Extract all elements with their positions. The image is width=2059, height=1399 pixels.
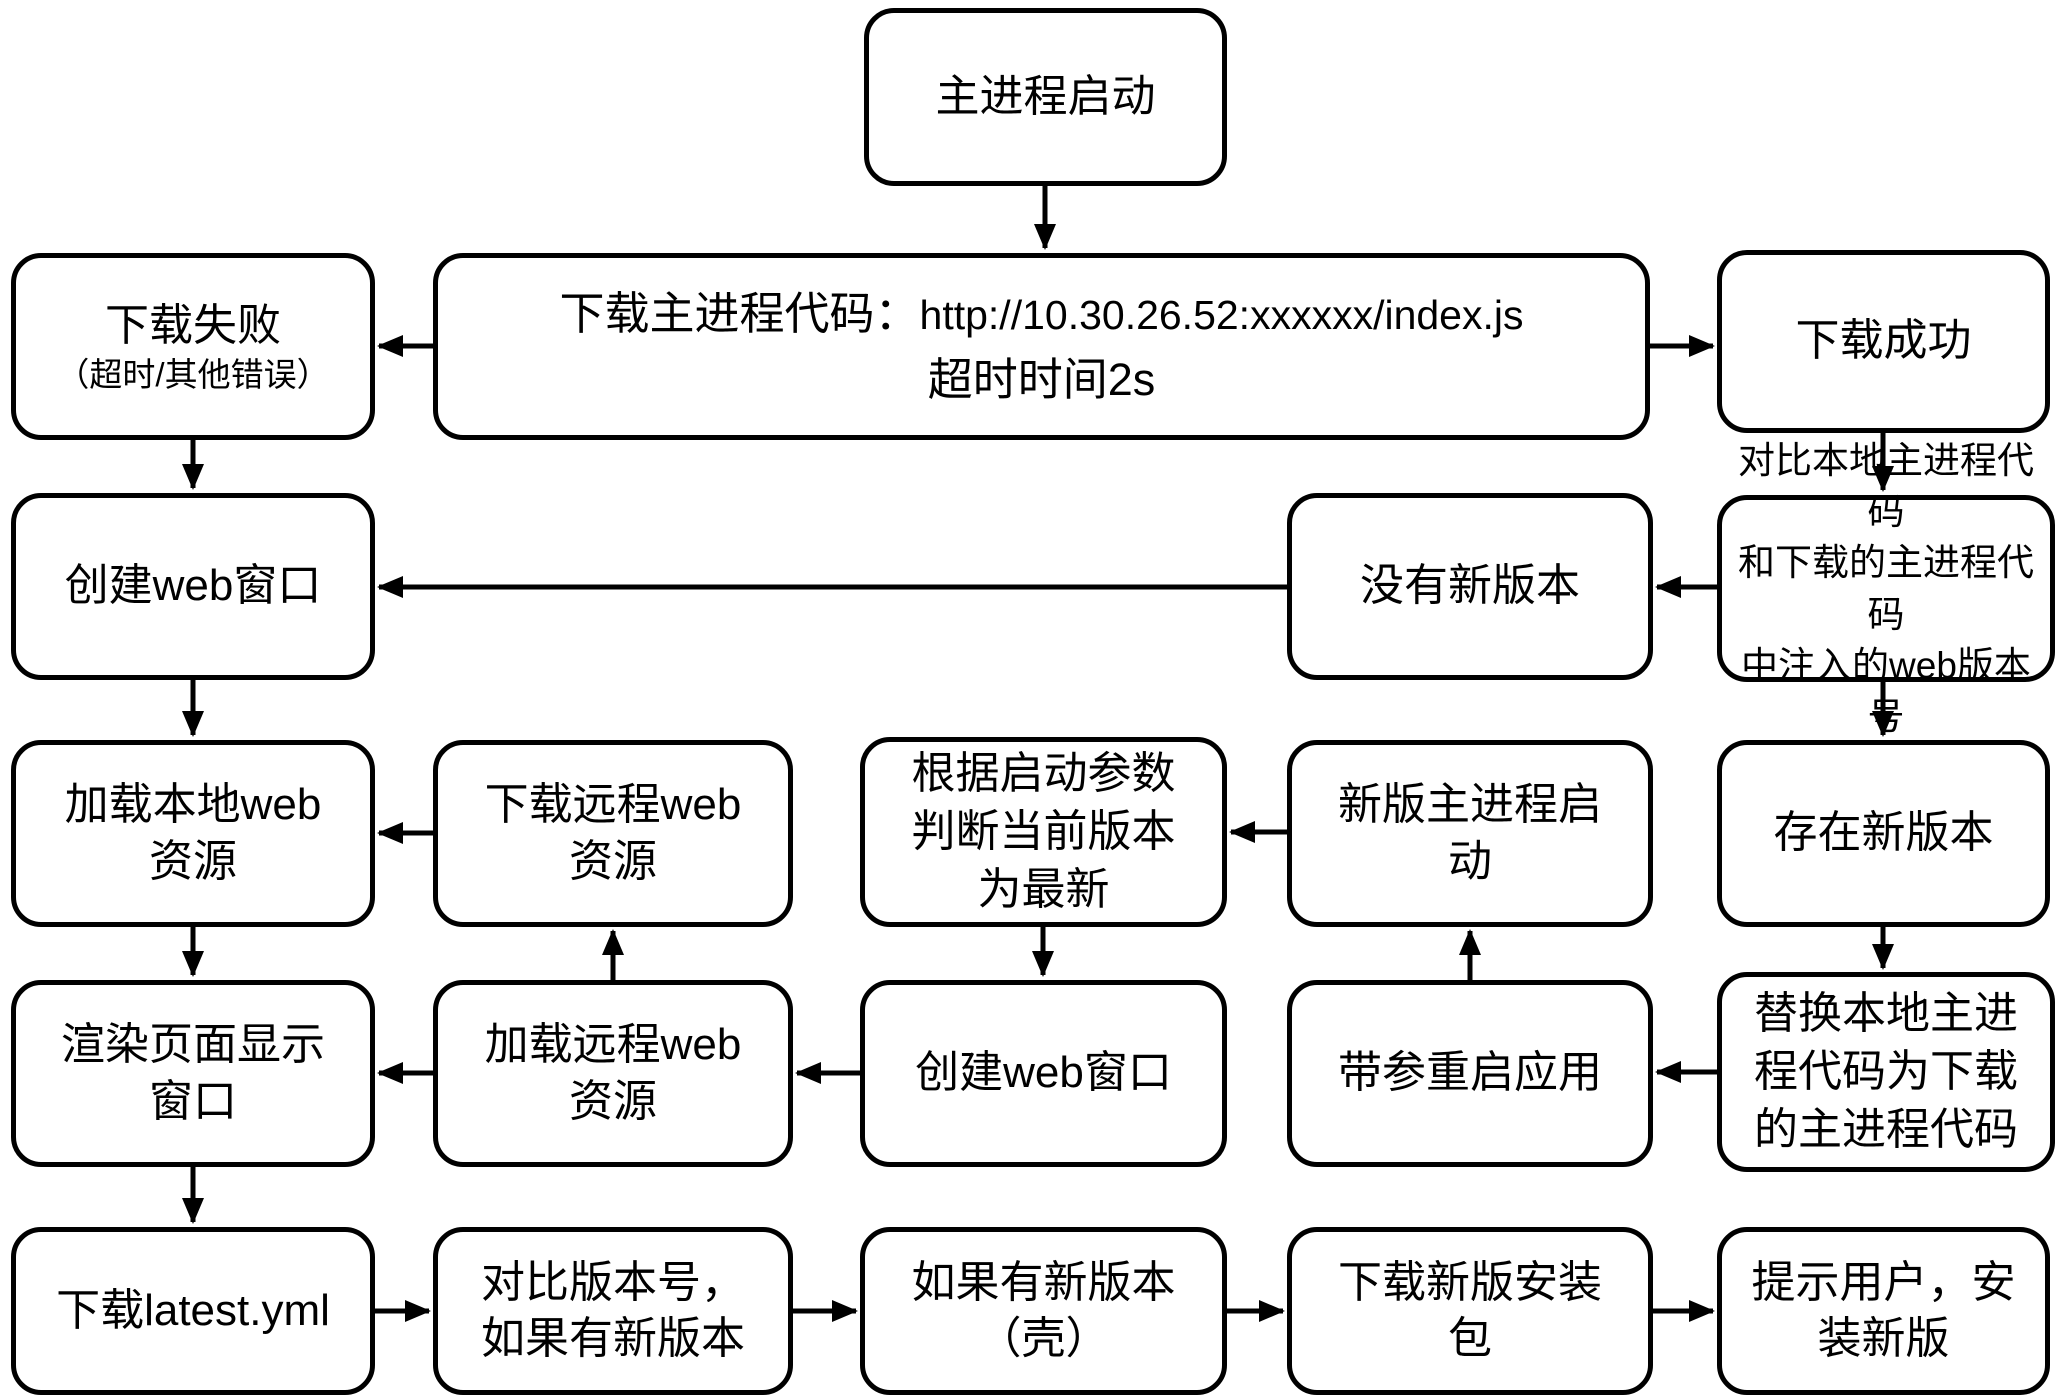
node-compare-version-number: 对比版本号， 如果有新版本 xyxy=(433,1227,793,1395)
node-create-web-window: 创建web窗口 xyxy=(11,493,375,680)
node-label: 替换本地主进 程代码为下载 的主进程代码 xyxy=(1754,988,2018,1155)
node-download-fail: 下载失败 （超时/其他错误） xyxy=(11,253,375,440)
node-label: 主进程启动 xyxy=(935,71,1156,121)
node-download-success: 下载成功 xyxy=(1717,250,2050,433)
node-judge-current-latest: 根据启动参数 判断当前版本 为最新 xyxy=(860,737,1227,927)
node-label: 带参重启应用 xyxy=(1338,1048,1602,1098)
download-main-code-timeout: 超时时间2s xyxy=(927,353,1156,405)
download-main-code-prefix: 下载主进程代码： xyxy=(559,288,920,340)
node-label: 如果有新版本 （壳） xyxy=(911,1257,1176,1363)
node-load-local-web: 加载本地web 资源 xyxy=(11,740,375,927)
node-load-remote-web: 加载远程web 资源 xyxy=(433,980,793,1167)
node-download-main-code: 下载主进程代码：http://10.30.26.52:xxxxxx/index.… xyxy=(433,253,1650,440)
node-create-web-window-2: 创建web窗口 xyxy=(860,980,1227,1167)
node-sublabel: （超时/其他错误） xyxy=(56,356,330,394)
node-label: 根据启动参数 判断当前版本 为最新 xyxy=(911,748,1176,915)
node-label: 创建web窗口 xyxy=(64,561,322,611)
node-compare-web-version: 对比本地主进程代码 和下载的主进程代码 中注入的web版本号 xyxy=(1717,440,2055,737)
node-label: 新版主进程启 动 xyxy=(1338,780,1602,886)
node-label: 加载本地web 资源 xyxy=(64,780,322,886)
node-label: 存在新版本 xyxy=(1773,808,1994,858)
node-download-new-package: 下载新版安装 包 xyxy=(1287,1227,1653,1395)
node-label: 下载主进程代码：http://10.30.26.52:xxxxxx/index.… xyxy=(560,281,1524,412)
node-label: 提示用户，安 装新版 xyxy=(1751,1257,2016,1363)
node-label: 下载成功 xyxy=(1795,316,1972,366)
node-label: 没有新版本 xyxy=(1360,561,1580,611)
node-download-latest-yml: 下载latest.yml xyxy=(11,1227,375,1395)
node-label: 加载远程web 资源 xyxy=(484,1020,742,1126)
node-download-remote-web: 下载远程web 资源 xyxy=(433,740,793,927)
node-main-process-start: 主进程启动 xyxy=(864,8,1227,186)
node-label: 下载失败 xyxy=(105,300,281,350)
node-new-version-shell: 如果有新版本 （壳） xyxy=(860,1227,1227,1395)
node-render-page-window: 渲染页面显示 窗口 xyxy=(11,980,375,1167)
node-label: 对比本地主进程代码 和下载的主进程代码 中注入的web版本号 xyxy=(1738,440,2034,737)
node-label: 对比版本号， 如果有新版本 xyxy=(481,1257,745,1363)
node-label: 渲染页面显示 窗口 xyxy=(61,1020,325,1126)
node-label: 下载远程web 资源 xyxy=(484,780,742,886)
node-no-new-version: 没有新版本 xyxy=(1287,493,1653,680)
node-label: 下载新版安装 包 xyxy=(1338,1257,1602,1363)
node-exist-new-version: 存在新版本 xyxy=(1717,740,2050,927)
node-restart-with-args: 带参重启应用 xyxy=(1287,980,1653,1167)
node-new-main-process-start: 新版主进程启 动 xyxy=(1287,740,1653,927)
node-prompt-user-install: 提示用户，安 装新版 xyxy=(1717,1227,2050,1395)
download-main-code-url: http://10.30.26.52:xxxxxx/index.js xyxy=(919,292,1524,339)
node-label: 创建web窗口 xyxy=(915,1048,1172,1098)
node-label: 下载latest.yml xyxy=(56,1285,330,1335)
node-replace-local-main-code: 替换本地主进 程代码为下载 的主进程代码 xyxy=(1717,972,2055,1172)
